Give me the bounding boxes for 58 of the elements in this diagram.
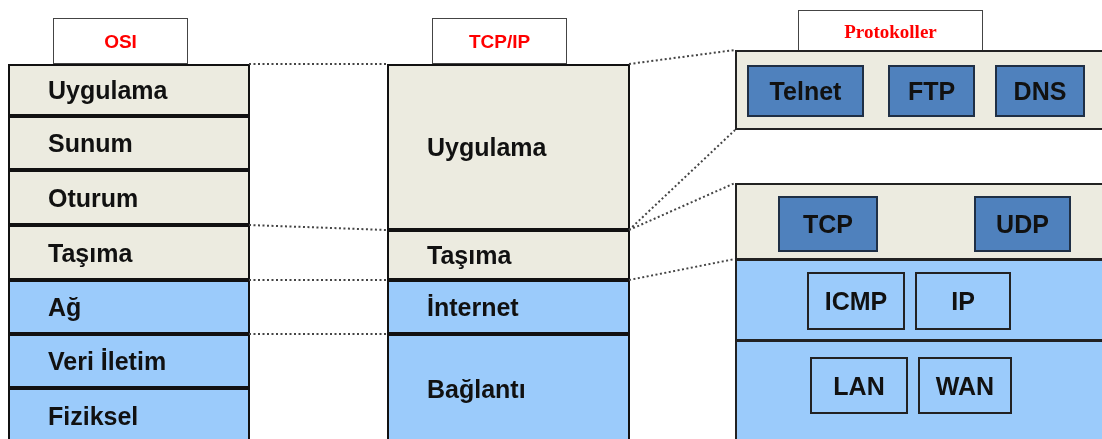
layer-label: Sunum bbox=[48, 130, 133, 156]
protocol-box bbox=[778, 196, 878, 252]
layer-label: Fiziksel bbox=[48, 403, 139, 429]
dotted-connector bbox=[628, 129, 736, 231]
layer-box bbox=[8, 280, 250, 334]
layer-box bbox=[8, 388, 250, 439]
protocol-box bbox=[810, 357, 908, 414]
protocol-box bbox=[918, 357, 1012, 414]
layer-label: İnternet bbox=[427, 294, 519, 320]
protocol-box bbox=[888, 65, 975, 117]
layer-label: Taşıma bbox=[427, 242, 512, 268]
protocol-label: UDP bbox=[996, 211, 1049, 237]
protocol-label: FTP bbox=[907, 78, 956, 104]
column-title: Protokoller bbox=[844, 21, 937, 41]
header-box bbox=[432, 18, 567, 64]
layer-box bbox=[387, 280, 630, 334]
layer-label: Uygulama bbox=[48, 77, 168, 103]
dotted-connector bbox=[248, 63, 388, 65]
dotted-connector bbox=[628, 182, 736, 231]
layer-box bbox=[8, 116, 250, 170]
protocol-box bbox=[915, 272, 1011, 330]
layer-box bbox=[387, 64, 630, 230]
protocol-panel bbox=[735, 183, 1102, 260]
column-title: TCP/IP bbox=[468, 31, 531, 51]
dotted-connector bbox=[248, 333, 388, 335]
layer-label: Veri İletim bbox=[48, 348, 167, 374]
dotted-connector bbox=[248, 224, 388, 231]
protocol-panel bbox=[735, 340, 1102, 439]
protocol-label: TCP bbox=[803, 211, 853, 237]
layer-box bbox=[8, 170, 250, 225]
layer-label: Ağ bbox=[48, 294, 82, 320]
dotted-connector bbox=[628, 49, 736, 65]
header-box bbox=[798, 10, 983, 52]
protocol-panel bbox=[735, 50, 1102, 130]
header-box bbox=[53, 18, 188, 64]
protocol-box bbox=[747, 65, 864, 117]
dotted-connector bbox=[628, 258, 736, 281]
layer-label: Taşıma bbox=[48, 240, 133, 265]
dotted-connector bbox=[248, 279, 388, 281]
layer-box bbox=[8, 334, 250, 388]
layer-label: Bağlantı bbox=[427, 376, 526, 402]
protocol-box bbox=[807, 272, 905, 330]
protocol-box bbox=[974, 196, 1071, 252]
protocol-label: ICMP bbox=[824, 288, 888, 314]
protocol-label: WAN bbox=[935, 373, 995, 398]
layer-label: Oturum bbox=[48, 185, 139, 210]
layer-label: Uygulama bbox=[427, 134, 547, 160]
protocol-box bbox=[995, 65, 1085, 117]
protocol-label: Telnet bbox=[769, 78, 842, 104]
protocol-label: IP bbox=[951, 288, 975, 314]
layer-box bbox=[387, 334, 630, 439]
protocol-panel bbox=[735, 259, 1102, 341]
protocol-label: DNS bbox=[1013, 78, 1067, 104]
layer-box bbox=[8, 225, 250, 280]
column-title: OSI bbox=[104, 31, 137, 51]
protocol-label: LAN bbox=[833, 373, 885, 398]
layer-box bbox=[8, 64, 250, 116]
layer-box bbox=[387, 230, 630, 280]
